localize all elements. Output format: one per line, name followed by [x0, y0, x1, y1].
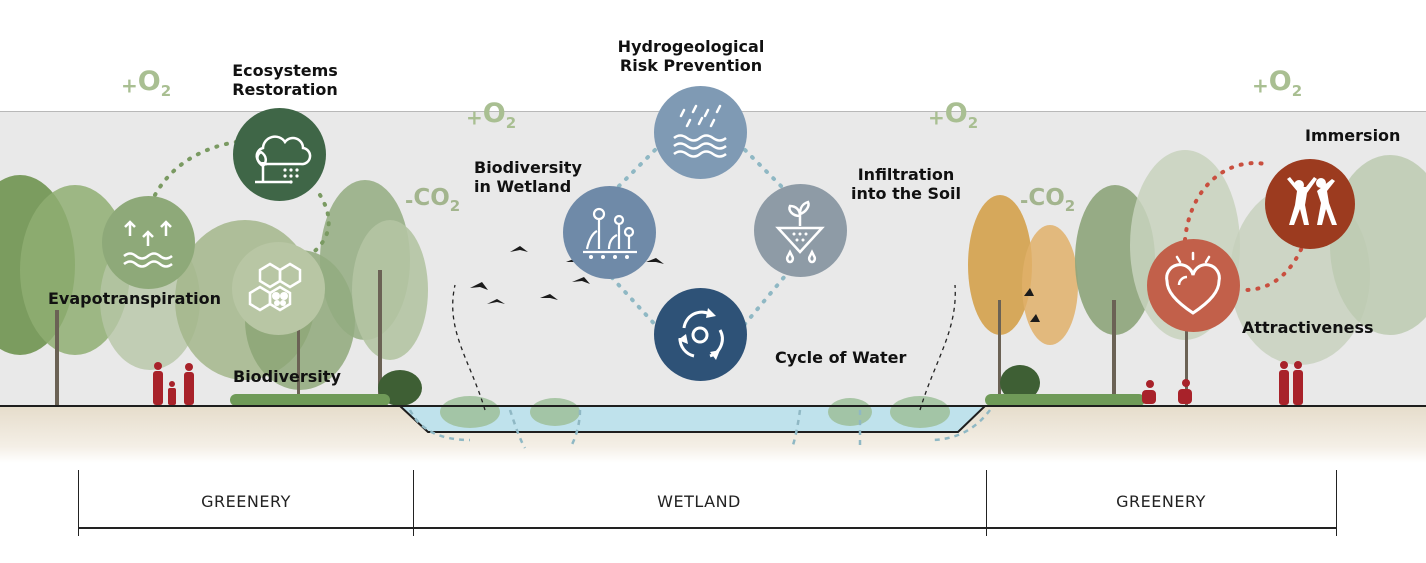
attractiveness-circle	[1147, 239, 1240, 332]
oxygen-prefix: +	[121, 73, 138, 98]
arrows-up-waves-icon	[123, 220, 173, 268]
carbon-dioxide-subscript: 2	[449, 197, 461, 215]
heart-icon	[1165, 251, 1221, 315]
carbon-dioxide-symbol: CO	[413, 185, 450, 211]
zone-axis-line	[412, 527, 986, 529]
oxygen-subscript: 2	[1291, 82, 1303, 100]
carbon-dioxide-label-left: -CO2	[405, 185, 460, 215]
zone-greenery-right: GREENERY	[986, 470, 1337, 536]
right-cycle-arc	[1183, 161, 1307, 292]
biodiversity-wetland-circle	[563, 186, 656, 279]
left-cycle-arc	[153, 138, 331, 257]
oxygen-subscript: 2	[160, 82, 172, 100]
immersion-circle	[1265, 159, 1355, 249]
evapotranspiration-circle	[102, 196, 195, 289]
zone-wetland: WETLAND	[412, 470, 987, 536]
hydrogeological-circle	[654, 86, 747, 179]
infiltration-circle	[754, 184, 847, 277]
center-cycle-diamond	[603, 148, 792, 332]
people-celebrating-icon	[1287, 177, 1337, 225]
oxygen-symbol: O	[482, 98, 506, 129]
zone-axis-line	[79, 527, 413, 529]
ground-line	[0, 405, 1426, 407]
evapotranspiration-label: Evapotranspiration	[48, 289, 221, 308]
birds	[470, 246, 1040, 322]
sprout-soil-drops-icon	[775, 200, 825, 264]
oxygen-label-wetland-left: +O2	[466, 98, 516, 132]
immersion-label: Immersion	[1305, 126, 1401, 145]
carbon-dioxide-subscript: 2	[1064, 197, 1076, 215]
recycle-arrows-icon	[678, 308, 724, 360]
oxygen-subscript: 2	[505, 114, 517, 132]
oxygen-label-wetland-right: +O2	[928, 98, 978, 132]
cycle-of-water-label: Cycle of Water	[775, 348, 907, 367]
oxygen-symbol: O	[944, 98, 968, 129]
visitors-left	[153, 362, 194, 405]
carbon-dioxide-label-right: -CO2	[1020, 185, 1075, 215]
zone-label: GREENERY	[1116, 492, 1206, 511]
zone-label: WETLAND	[657, 492, 741, 511]
biodiversity-wetland-label: Biodiversity in Wetland	[474, 158, 582, 196]
oxygen-subscript: 2	[967, 114, 979, 132]
hexagon-butterfly-icon	[248, 262, 302, 312]
ecosystems-restoration-circle	[233, 108, 326, 201]
rain-waves-icon	[673, 104, 727, 158]
biodiversity-circle	[232, 242, 325, 335]
oxygen-symbol: O	[137, 66, 161, 97]
biodiversity-label: Biodiversity	[233, 367, 341, 386]
oxygen-label-left: +O2	[121, 66, 171, 100]
cycle-of-water-circle	[654, 288, 747, 381]
oxygen-prefix: +	[466, 105, 483, 130]
flowers-icon	[583, 207, 637, 259]
ecosystems-restoration-label: Ecosystems Restoration	[232, 61, 338, 99]
carbon-dioxide-prefix: -	[405, 188, 414, 213]
infiltration-label: Infiltration into the Soil	[850, 165, 962, 203]
infiltration-arrows	[408, 409, 991, 449]
oxygen-prefix: +	[928, 105, 945, 130]
oxygen-symbol: O	[1268, 66, 1292, 97]
carbon-dioxide-prefix: -	[1020, 188, 1029, 213]
zone-label: GREENERY	[201, 492, 291, 511]
carbon-dioxide-symbol: CO	[1028, 185, 1065, 211]
attractiveness-label: Attractiveness	[1242, 318, 1374, 337]
zone-greenery-left: GREENERY	[78, 470, 414, 536]
oxygen-prefix: +	[1252, 73, 1269, 98]
cloud-rain-plant-icon	[255, 135, 312, 184]
visitors-right	[1142, 361, 1303, 405]
zone-axis-line	[986, 527, 1336, 529]
airflow-arrows	[452, 284, 956, 411]
hydrogeological-label: Hydrogeological Risk Prevention	[617, 37, 765, 75]
oxygen-label-right: +O2	[1252, 66, 1302, 100]
